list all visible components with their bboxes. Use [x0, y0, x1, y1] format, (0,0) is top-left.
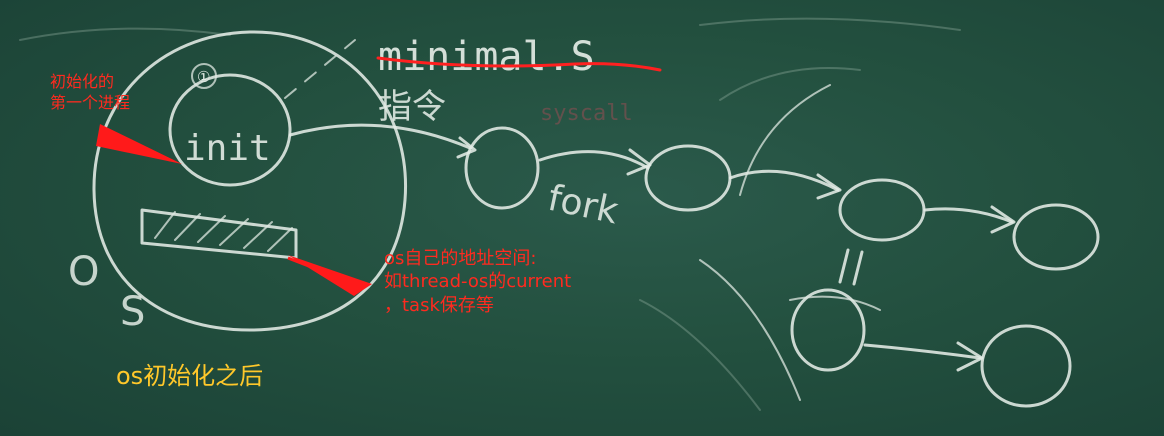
- os-letter-o: O: [68, 249, 99, 295]
- process-circle-3: [838, 178, 926, 242]
- dashed-connector: [284, 39, 356, 99]
- red-arrow-head-right: [288, 255, 372, 296]
- chalk-smudge: [19, 27, 231, 41]
- arrow-p3-p4: [923, 207, 1014, 224]
- chalk-smudge: [719, 67, 861, 101]
- red-underline: [376, 56, 662, 72]
- arrow-p2-p3: [728, 169, 840, 192]
- os-letter-s: S: [120, 289, 145, 335]
- process-circle-6: [980, 324, 1072, 408]
- chalk-smudge: [639, 299, 761, 411]
- arrow-head: [816, 173, 842, 200]
- annotation-line: os自己的地址空间:: [384, 248, 537, 269]
- minimal-s-text: minimal.S: [378, 34, 595, 80]
- annotation-line: ，task保存等: [384, 294, 494, 316]
- annotation-os-address-space: os自己的地址空间: 如thread-os的current ，task保存等: [384, 247, 571, 317]
- process-circle-1: [464, 126, 540, 210]
- arrow-head: [456, 136, 477, 159]
- chalk-stroke: [699, 259, 801, 401]
- instruction-text: 指令: [378, 87, 446, 127]
- circled-one-text: ①: [197, 68, 210, 86]
- chalk-stroke: [789, 295, 881, 311]
- arrow-p5-p6: [863, 343, 982, 360]
- annotation-line: 初始化的: [50, 72, 115, 91]
- address-space-box: [140, 208, 298, 260]
- init-circle: [168, 73, 292, 187]
- process-circle-2: [644, 144, 732, 212]
- syscall-faint-text: syscall: [540, 101, 633, 126]
- arrow-head: [990, 205, 1016, 234]
- address-space-hatching: [154, 211, 293, 252]
- process-circle-5: [790, 288, 866, 372]
- annotation-line: 如thread-os的current: [384, 271, 572, 293]
- red-arrow-head-left: [96, 124, 182, 164]
- fork-text: fork: [544, 178, 621, 233]
- arrow-head: [626, 148, 652, 176]
- arrow-p1-p2: [538, 150, 650, 170]
- process-circle-4: [1012, 203, 1100, 271]
- os-circle: [92, 30, 408, 332]
- annotation-line: 第一个进程: [50, 92, 131, 112]
- arrow-init-to-p1: [288, 123, 472, 150]
- annotation-first-process: 初始化的 第一个进程: [50, 72, 130, 114]
- circled-one-mark: [191, 63, 217, 89]
- init-text: init: [184, 128, 271, 169]
- chalk-smudge: [699, 17, 961, 31]
- caption-os-after-init: os初始化之后: [116, 362, 264, 390]
- equals-mark: [838, 248, 864, 286]
- arrow-head: [956, 341, 984, 372]
- chalk-stroke: [739, 84, 831, 196]
